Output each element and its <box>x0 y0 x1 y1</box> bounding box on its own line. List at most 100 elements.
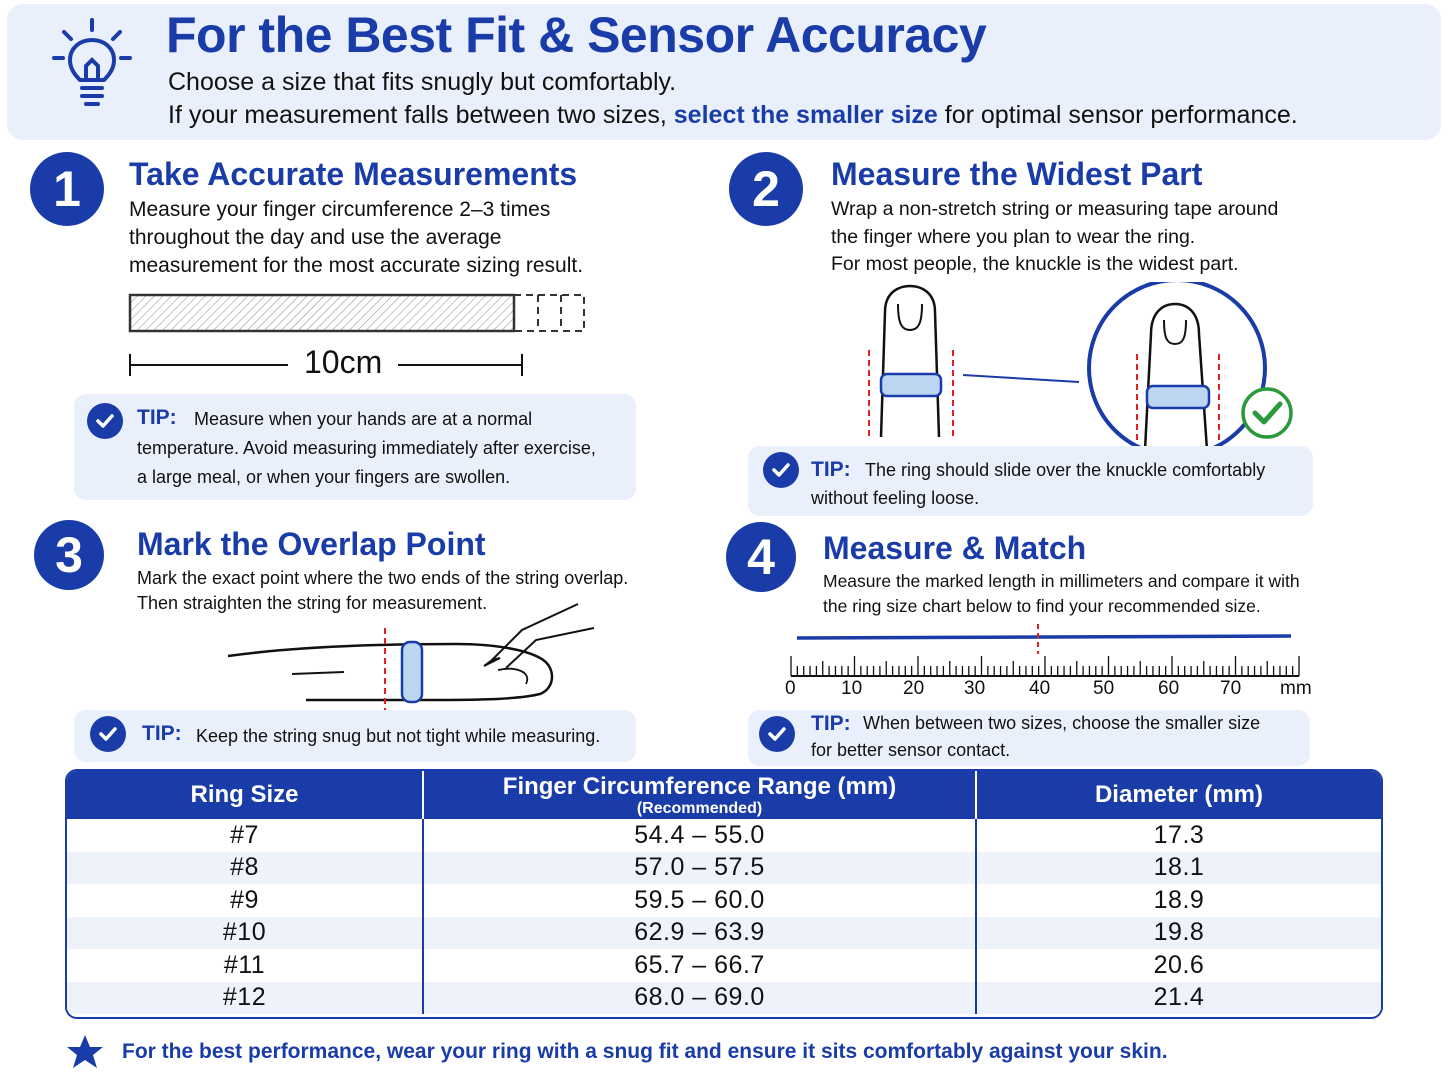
column-header: Finger Circumference Range (mm) (Recomme… <box>424 771 977 819</box>
ring-size-cell: #9 <box>67 884 424 917</box>
table-row: #10 62.9 – 63.9 19.8 <box>67 916 1381 949</box>
star-icon <box>67 1035 103 1068</box>
step-4-number: 4 <box>726 522 796 592</box>
instruction-prefix: If your measurement falls between two si… <box>168 101 674 129</box>
finger-knuckle-figure <box>868 282 1267 452</box>
ruler-label: 30 <box>964 678 986 699</box>
ring-size-cell: #11 <box>67 949 424 982</box>
tip-line: temperature. Avoid measuring immediately… <box>137 438 596 458</box>
step-1-title: Take Accurate Measurements <box>129 156 578 192</box>
step-1-line: measurement for the most accurate sizing… <box>129 254 584 277</box>
step-1-body: Measure your finger circumference 2–3 ti… <box>129 196 583 280</box>
circumference-cell: 65.7 – 66.7 <box>424 949 977 982</box>
ruler-label: 50 <box>1093 678 1115 699</box>
tip-label: TIP: <box>811 712 851 735</box>
header-subtitle: Choose a size that fits snugly but comfo… <box>168 68 677 96</box>
step-2-title: Measure the Widest Part <box>831 156 1203 192</box>
measuring-strip-figure <box>128 293 585 376</box>
column-header-label: Ring Size <box>190 781 299 808</box>
ruler-labels: 0 10 20 30 40 50 60 70 mm <box>785 678 1315 704</box>
step-3-body: Mark the exact point where the two ends … <box>137 566 628 616</box>
lightbulb-icon <box>52 18 132 106</box>
column-header-note: (Recommended) <box>636 800 763 817</box>
diameter-cell: 17.3 <box>1153 820 1205 849</box>
step-4-tip <box>748 710 1310 766</box>
check-icon <box>759 716 795 752</box>
ruler-label: 60 <box>1158 678 1180 699</box>
step-2-tip <box>748 446 1313 516</box>
step-3-tip-text: Keep the string snug but not tight while… <box>196 722 600 751</box>
ruler-label: 70 <box>1220 678 1242 699</box>
step-2-number: 2 <box>729 152 803 226</box>
ruler-label: 20 <box>903 678 925 699</box>
table-row: #8 57.0 – 57.5 18.1 <box>67 851 1381 884</box>
step-3-tip <box>74 710 636 762</box>
diameter-cell: 21.4 <box>1153 983 1205 1012</box>
diameter-cell: 20.6 <box>1153 950 1205 979</box>
step-1-line: throughout the day and use the average <box>129 226 502 249</box>
tip-line: for better sensor contact. <box>811 740 1011 760</box>
step-4-tip-text: When between two sizes, choose the small… <box>811 710 1260 764</box>
tip-line: Measure when your hands are at a normal <box>194 409 533 429</box>
table-row: #12 68.0 – 69.0 21.4 <box>67 981 1381 1014</box>
ruler-label: 10 <box>841 678 863 699</box>
page-title: For the Best Fit & Sensor Accuracy <box>166 7 987 63</box>
tip-line: The ring should slide over the knuckle c… <box>865 460 1266 480</box>
header-instruction: If your measurement falls between two si… <box>168 101 1298 130</box>
circumference-cell: 59.5 – 60.0 <box>424 884 977 917</box>
circumference-cell: 57.0 – 57.5 <box>424 851 977 884</box>
ring-size-cell: #12 <box>67 981 424 1014</box>
step-1-tip-text: Measure when your hands are at a normal … <box>137 405 596 492</box>
step-2-body: Wrap a non-stretch string or measuring t… <box>831 196 1278 279</box>
step-2-tip-text: The ring should slide over the knuckle c… <box>811 456 1265 512</box>
ruler-figure <box>790 624 1300 677</box>
instruction-suffix: for optimal sensor performance. <box>937 101 1298 129</box>
header-banner <box>7 4 1441 140</box>
step-3-line: Then straighten the string for measureme… <box>137 593 488 613</box>
table-row: #11 65.7 – 66.7 20.6 <box>67 949 1381 982</box>
diameter-cell: 18.1 <box>1153 853 1205 882</box>
step-4-title: Measure & Match <box>823 530 1087 566</box>
checkmark-circle-icon <box>1241 387 1293 439</box>
table-body: #7 54.4 – 55.0 17.3 #8 57.0 – 57.5 18.1 … <box>67 819 1381 1014</box>
table-row: #7 54.4 – 55.0 17.3 <box>67 819 1381 852</box>
instruction-highlight: select the smaller size <box>673 101 938 129</box>
check-icon <box>763 452 799 488</box>
ruler-label: 0 <box>785 678 796 699</box>
table-header: Ring Size Finger Circumference Range (mm… <box>67 771 1381 819</box>
tip-label: TIP: <box>142 722 182 745</box>
diameter-cell: 18.9 <box>1153 885 1205 914</box>
finger-marking-figure <box>227 603 595 716</box>
step-3-title: Mark the Overlap Point <box>137 526 486 562</box>
step-2-line: For most people, the knuckle is the wide… <box>831 253 1239 275</box>
column-header: Ring Size <box>67 771 424 819</box>
tip-line: a large meal, or when your fingers are s… <box>137 467 511 487</box>
tip-label: TIP: <box>811 458 851 481</box>
step-1-line: Measure your finger circumference 2–3 ti… <box>129 198 551 221</box>
table-row: #9 59.5 – 60.0 18.9 <box>67 884 1381 917</box>
tip-line: without feeling loose. <box>811 488 980 508</box>
step-4-body: Measure the marked length in millimeters… <box>823 569 1300 619</box>
step-2-line: Wrap a non-stretch string or measuring t… <box>831 198 1279 220</box>
ring-size-cell: #7 <box>67 819 424 852</box>
step-4-line: Measure the marked length in millimeters… <box>823 571 1300 591</box>
step-3-number: 3 <box>34 520 104 590</box>
column-header-label: Finger Circumference Range (mm) <box>502 773 897 800</box>
step-2-line: the finger where you plan to wear the ri… <box>831 225 1196 248</box>
tip-line: Keep the string snug but not tight while… <box>196 726 601 746</box>
diameter-cell: 19.8 <box>1153 918 1205 947</box>
tip-line: When between two sizes, choose the small… <box>863 713 1261 733</box>
ruler-unit-label: mm <box>1280 678 1312 699</box>
check-icon <box>90 716 126 752</box>
check-icon <box>87 403 123 439</box>
circumference-cell: 68.0 – 69.0 <box>424 981 977 1014</box>
step-1-tip <box>74 394 636 500</box>
column-header: Diameter (mm) <box>977 771 1381 819</box>
circumference-cell: 62.9 – 63.9 <box>424 916 977 949</box>
circumference-cell: 54.4 – 55.0 <box>424 819 977 852</box>
strip-length-label: 10cm <box>304 344 383 380</box>
step-4-line: the ring size chart below to find your r… <box>823 596 1261 616</box>
ring-size-cell: #10 <box>67 916 424 949</box>
tip-label: TIP: <box>137 406 177 429</box>
step-3-line: Mark the exact point where the two ends … <box>137 568 629 588</box>
